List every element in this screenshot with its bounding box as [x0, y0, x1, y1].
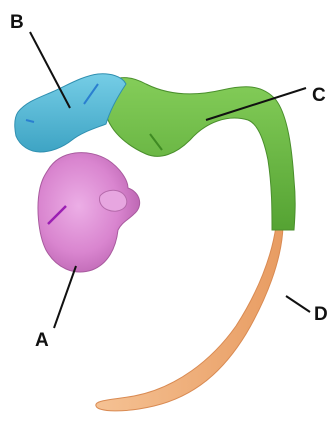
region-a [38, 153, 140, 272]
region-d-tail [96, 226, 283, 411]
region-b-body [15, 74, 126, 152]
region-a-optic-bulge [99, 190, 126, 211]
label-a: A [35, 330, 49, 351]
region-d [96, 226, 283, 411]
region-a-body [38, 153, 140, 272]
leader-line-a [54, 266, 76, 328]
label-d: D [314, 304, 328, 325]
label-b: B [10, 12, 24, 33]
label-c: C [312, 85, 326, 106]
region-b [15, 74, 126, 152]
leader-line-d [286, 296, 310, 312]
